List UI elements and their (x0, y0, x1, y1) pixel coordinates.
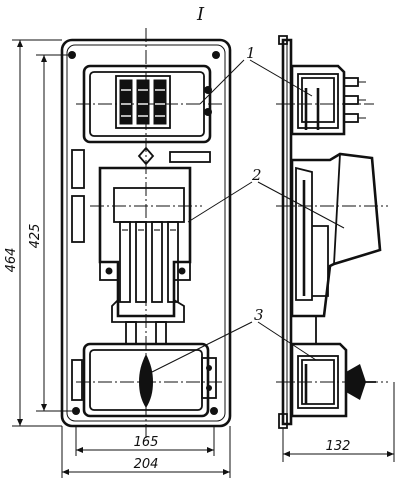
side-electromagnet-body (276, 152, 388, 345)
dimension-overall-height: 464 (4, 248, 19, 273)
side-upper-box (276, 64, 374, 136)
nameplate-slot (169, 151, 211, 163)
callout-2: 2 (251, 166, 262, 184)
mounting-hole-icon (210, 407, 218, 415)
left-slot-upper (71, 149, 85, 189)
left-slot-lower (71, 359, 83, 401)
mounting-hole-icon (212, 51, 220, 59)
left-slot-middle (71, 195, 85, 243)
side-lower-box (276, 342, 388, 418)
side-view (276, 35, 388, 429)
callout-3: 3 (254, 306, 264, 324)
front-view (60, 28, 232, 440)
figure-label: I (196, 4, 205, 25)
upper-terminal-box (76, 64, 222, 144)
dimension-lines (12, 39, 395, 478)
dimension-inner-height: 425 (28, 224, 43, 249)
dimension-depth: 132 (326, 439, 351, 454)
callout-leaders (151, 59, 345, 373)
side-base-plate (281, 38, 293, 426)
lower-terminal-box (76, 342, 222, 418)
dimension-inner-width: 165 (134, 435, 159, 450)
callout-1: 1 (246, 44, 256, 62)
electromagnet-assembly (90, 166, 202, 345)
pivot-diamond-icon (137, 146, 155, 166)
dimension-overall-width: 204 (134, 457, 159, 472)
